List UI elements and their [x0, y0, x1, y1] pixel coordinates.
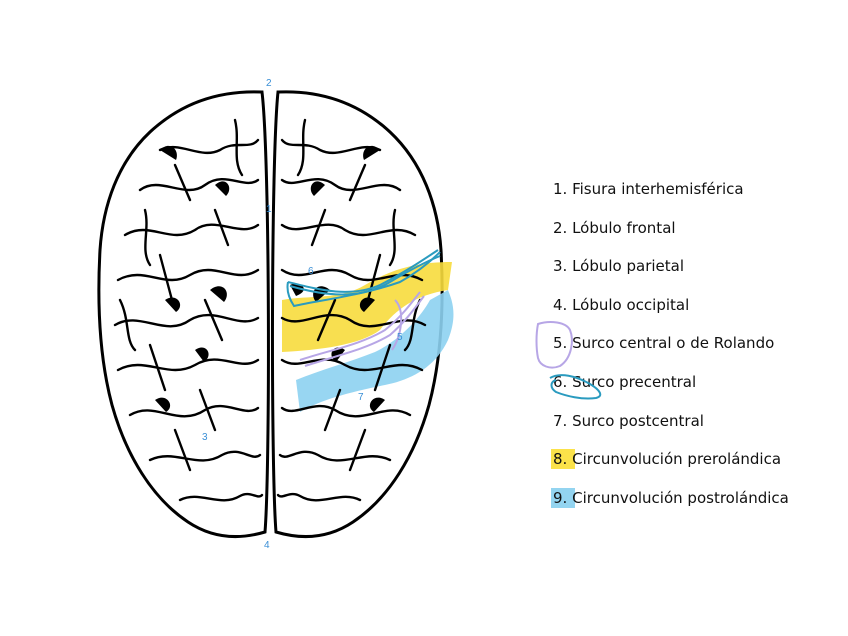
right-sulcus-shading — [290, 145, 385, 412]
legend-num: 7. — [553, 411, 568, 430]
legend-text: Lóbulo frontal — [572, 218, 676, 237]
legend-num: 5. — [553, 334, 568, 353]
central-sulcus-marker — [299, 291, 425, 367]
brain-label-3: 3 — [202, 432, 208, 443]
brain-label-1: 1 — [266, 204, 272, 215]
left-sulcus-shading — [155, 145, 230, 412]
legend-num: 6. — [553, 372, 568, 391]
legend-item-9: 9. Circunvolución postrolándica — [550, 487, 843, 526]
left-sulci — [113, 118, 264, 502]
legend-text: Surco central o de Rolando — [572, 334, 775, 353]
brain-label-4: 4 — [264, 540, 270, 551]
legend-num: 9. — [550, 487, 576, 508]
legend-text: Circunvolución postrolándica — [572, 488, 789, 507]
legend-item-6: 6. Surco precentral — [553, 371, 843, 410]
legend-item-5: 5. Surco central o de Rolando — [553, 332, 843, 371]
postrolandic-gyrus — [296, 290, 454, 412]
legend-num: 2. — [553, 218, 568, 237]
legend-item-3: 3. Lóbulo parietal — [553, 255, 843, 294]
legend-num: 4. — [553, 295, 568, 314]
legend-num: 3. — [553, 257, 568, 276]
legend-text: Fisura interhemisférica — [572, 180, 744, 198]
brain-label-5: 5 — [397, 332, 403, 343]
legend-text: Lóbulo parietal — [572, 257, 685, 276]
legend-num: 1. — [553, 180, 568, 198]
brain-label-6: 6 — [308, 266, 314, 277]
legend-num: 8. — [550, 449, 576, 470]
precentral-sulcus-marker — [286, 249, 441, 308]
brain-label-7: 7 — [358, 392, 364, 403]
legend-item-1: 1. Fisura interhemisférica — [553, 178, 843, 217]
legend-item-7: 7. Surco postcentral — [553, 410, 843, 449]
legend-item-8: 8. Circunvolución prerolándica — [550, 448, 843, 487]
brain-label-2: 2 — [266, 78, 272, 89]
legend-text: Surco postcentral — [572, 411, 704, 430]
legend-text: Surco precentral — [572, 372, 697, 391]
legend-text: Circunvolución prerolándica — [572, 450, 782, 469]
legend: 1. Fisura interhemisférica 2. Lóbulo fro… — [550, 178, 843, 526]
right-sulci — [276, 118, 427, 502]
legend-text: Lóbulo occipital — [572, 295, 690, 314]
legend-item-2: 2. Lóbulo frontal — [553, 217, 843, 256]
legend-item-4: 4. Lóbulo occipital — [553, 294, 843, 333]
left-hemisphere — [97, 90, 270, 539]
